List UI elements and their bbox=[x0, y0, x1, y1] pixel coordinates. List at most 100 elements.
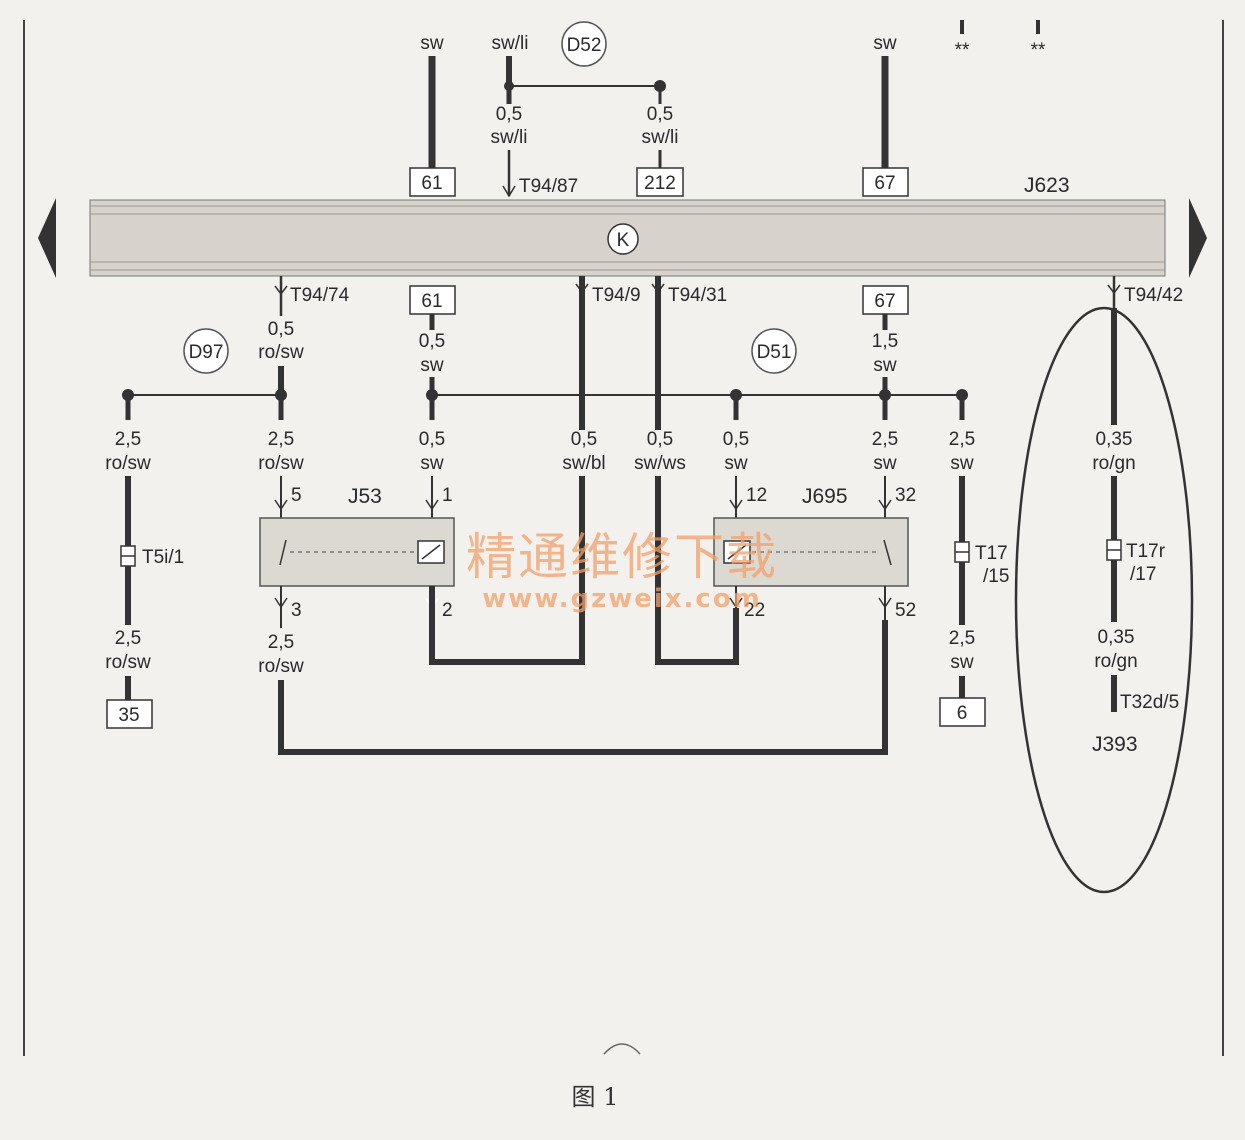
j695-pin22-arrow bbox=[729, 597, 743, 609]
box-61-bottom-label: 61 bbox=[421, 291, 442, 312]
splice-d52 bbox=[561, 21, 607, 67]
wire-j53-j695-bottom bbox=[278, 620, 888, 755]
c9-color: ro/gn bbox=[1092, 453, 1135, 474]
c4-color: sw/bl bbox=[562, 453, 605, 474]
j695-coil-slash bbox=[727, 544, 747, 560]
wire-61b-gauge: 0,5 bbox=[419, 331, 445, 352]
j53-pin5-label: 5 bbox=[291, 485, 302, 506]
j695-pin12-arrow bbox=[729, 499, 743, 511]
pin-31-arrow bbox=[651, 283, 665, 294]
wire-74-color: ro/sw bbox=[258, 342, 304, 363]
c1-color: ro/sw bbox=[105, 453, 151, 474]
box-35-label: 35 bbox=[118, 705, 139, 726]
bus-symbol-circle bbox=[607, 223, 639, 255]
j53-pin1-label: 1 bbox=[442, 485, 453, 506]
pin-t94-42: T94/42 bbox=[1124, 285, 1183, 306]
box-61-top bbox=[409, 167, 456, 197]
j695-pin32-arrow bbox=[878, 499, 892, 511]
star-label-2: ** bbox=[1031, 40, 1046, 61]
highlight-ellipse bbox=[1014, 306, 1194, 894]
splice-d51 bbox=[751, 328, 797, 374]
l1-gauge: 2,5 bbox=[115, 628, 141, 649]
box-67-top bbox=[862, 167, 909, 197]
c6-color: sw bbox=[724, 453, 748, 474]
splice-d52-label: D52 bbox=[567, 35, 602, 56]
box-212-label: 212 bbox=[644, 173, 676, 194]
c2-gauge: 2,5 bbox=[268, 429, 294, 450]
wire-87-top-color: sw/li bbox=[492, 33, 529, 54]
splice-d97-label: D97 bbox=[189, 342, 224, 363]
j53-pin1-arrow bbox=[425, 499, 439, 511]
module-j393-label: J393 bbox=[1092, 733, 1138, 756]
c6-gauge: 0,5 bbox=[723, 429, 749, 450]
star-label-1: ** bbox=[955, 40, 970, 61]
j695-pin52-label: 52 bbox=[895, 600, 916, 621]
wire-87-gauge: 0,5 bbox=[496, 104, 522, 125]
c9-gauge: 0,35 bbox=[1096, 429, 1133, 450]
box-35 bbox=[106, 699, 153, 729]
c3-color: sw bbox=[420, 453, 444, 474]
pin-t94-74: T94/74 bbox=[290, 285, 350, 306]
loop-j53-sw-bl bbox=[429, 476, 585, 665]
c8-gauge: 2,5 bbox=[949, 429, 975, 450]
splice-d97 bbox=[183, 328, 229, 374]
l2-color: ro/sw bbox=[258, 656, 304, 677]
bus-arrow-left bbox=[38, 198, 56, 278]
c8-color: sw bbox=[950, 453, 974, 474]
pin-t94-31: T94/31 bbox=[668, 285, 727, 306]
l8-color: sw bbox=[950, 652, 974, 673]
j53-pin2-label: 2 bbox=[442, 600, 453, 621]
wire-87-color: sw/li bbox=[491, 127, 528, 148]
c2-color: ro/sw bbox=[258, 453, 304, 474]
bus-symbol: K bbox=[617, 230, 630, 251]
wire-212-gauge: 0,5 bbox=[647, 104, 673, 125]
box-61-top-label: 61 bbox=[421, 173, 442, 194]
wire-61-top-color: sw bbox=[420, 33, 444, 54]
j53-pin3-arrow bbox=[274, 597, 288, 609]
l1-color: ro/sw bbox=[105, 652, 151, 673]
splice-d51-label: D51 bbox=[757, 342, 792, 363]
box-6-label: 6 bbox=[957, 703, 968, 724]
c1-gauge: 2,5 bbox=[115, 429, 141, 450]
box-212 bbox=[636, 167, 684, 197]
wire-67b-gauge: 1,5 bbox=[872, 331, 898, 352]
wire-67b-color: sw bbox=[873, 355, 897, 376]
l9-color: ro/gn bbox=[1094, 651, 1137, 672]
j53-switch bbox=[279, 539, 287, 566]
pin-t94-9: T94/9 bbox=[592, 285, 641, 306]
c7-gauge: 2,5 bbox=[872, 429, 898, 450]
watermark-url: www.gzweix.com bbox=[482, 584, 762, 614]
wire-74-gauge: 0,5 bbox=[268, 319, 294, 340]
c7-color: sw bbox=[873, 453, 897, 474]
pin-9-arrow bbox=[575, 283, 589, 294]
wire-61b-color: sw bbox=[420, 355, 444, 376]
page-arc bbox=[603, 1043, 641, 1055]
relay-j695-label: J695 bbox=[802, 485, 848, 508]
c3-gauge: 0,5 bbox=[419, 429, 445, 450]
pin-87-arrow bbox=[502, 185, 516, 198]
c5-color: sw/ws bbox=[634, 453, 686, 474]
bus-arrow-right bbox=[1189, 198, 1207, 278]
box-61-bottom bbox=[409, 285, 456, 315]
watermark-cn: 精通维修下载 bbox=[466, 528, 778, 586]
j695-pin52-arrow bbox=[878, 597, 892, 609]
relay-j53-label: J53 bbox=[348, 485, 382, 508]
wire-67-top-color: sw bbox=[873, 33, 897, 54]
conn-t17-label-a: T17 bbox=[975, 543, 1008, 564]
c5-gauge: 0,5 bbox=[647, 429, 673, 450]
box-67-top-label: 67 bbox=[874, 173, 895, 194]
box-67-bottom-label: 67 bbox=[874, 291, 895, 312]
conn-t32d-label: T32d/5 bbox=[1120, 692, 1179, 713]
module-j623-label: J623 bbox=[1024, 174, 1070, 197]
figure-caption: 图 1 bbox=[572, 1083, 619, 1111]
j695-switch bbox=[883, 539, 892, 566]
l9-gauge: 0,35 bbox=[1098, 627, 1135, 648]
conn-t17r-label-a: T17r bbox=[1126, 541, 1166, 562]
l2-gauge: 2,5 bbox=[268, 632, 294, 653]
l8-gauge: 2,5 bbox=[949, 628, 975, 649]
wire-212-color: sw/li bbox=[642, 127, 679, 148]
j695-pin12-label: 12 bbox=[746, 485, 767, 506]
pin-t94-87: T94/87 bbox=[519, 176, 578, 197]
conn-t17r-label-b: /17 bbox=[1130, 564, 1156, 585]
